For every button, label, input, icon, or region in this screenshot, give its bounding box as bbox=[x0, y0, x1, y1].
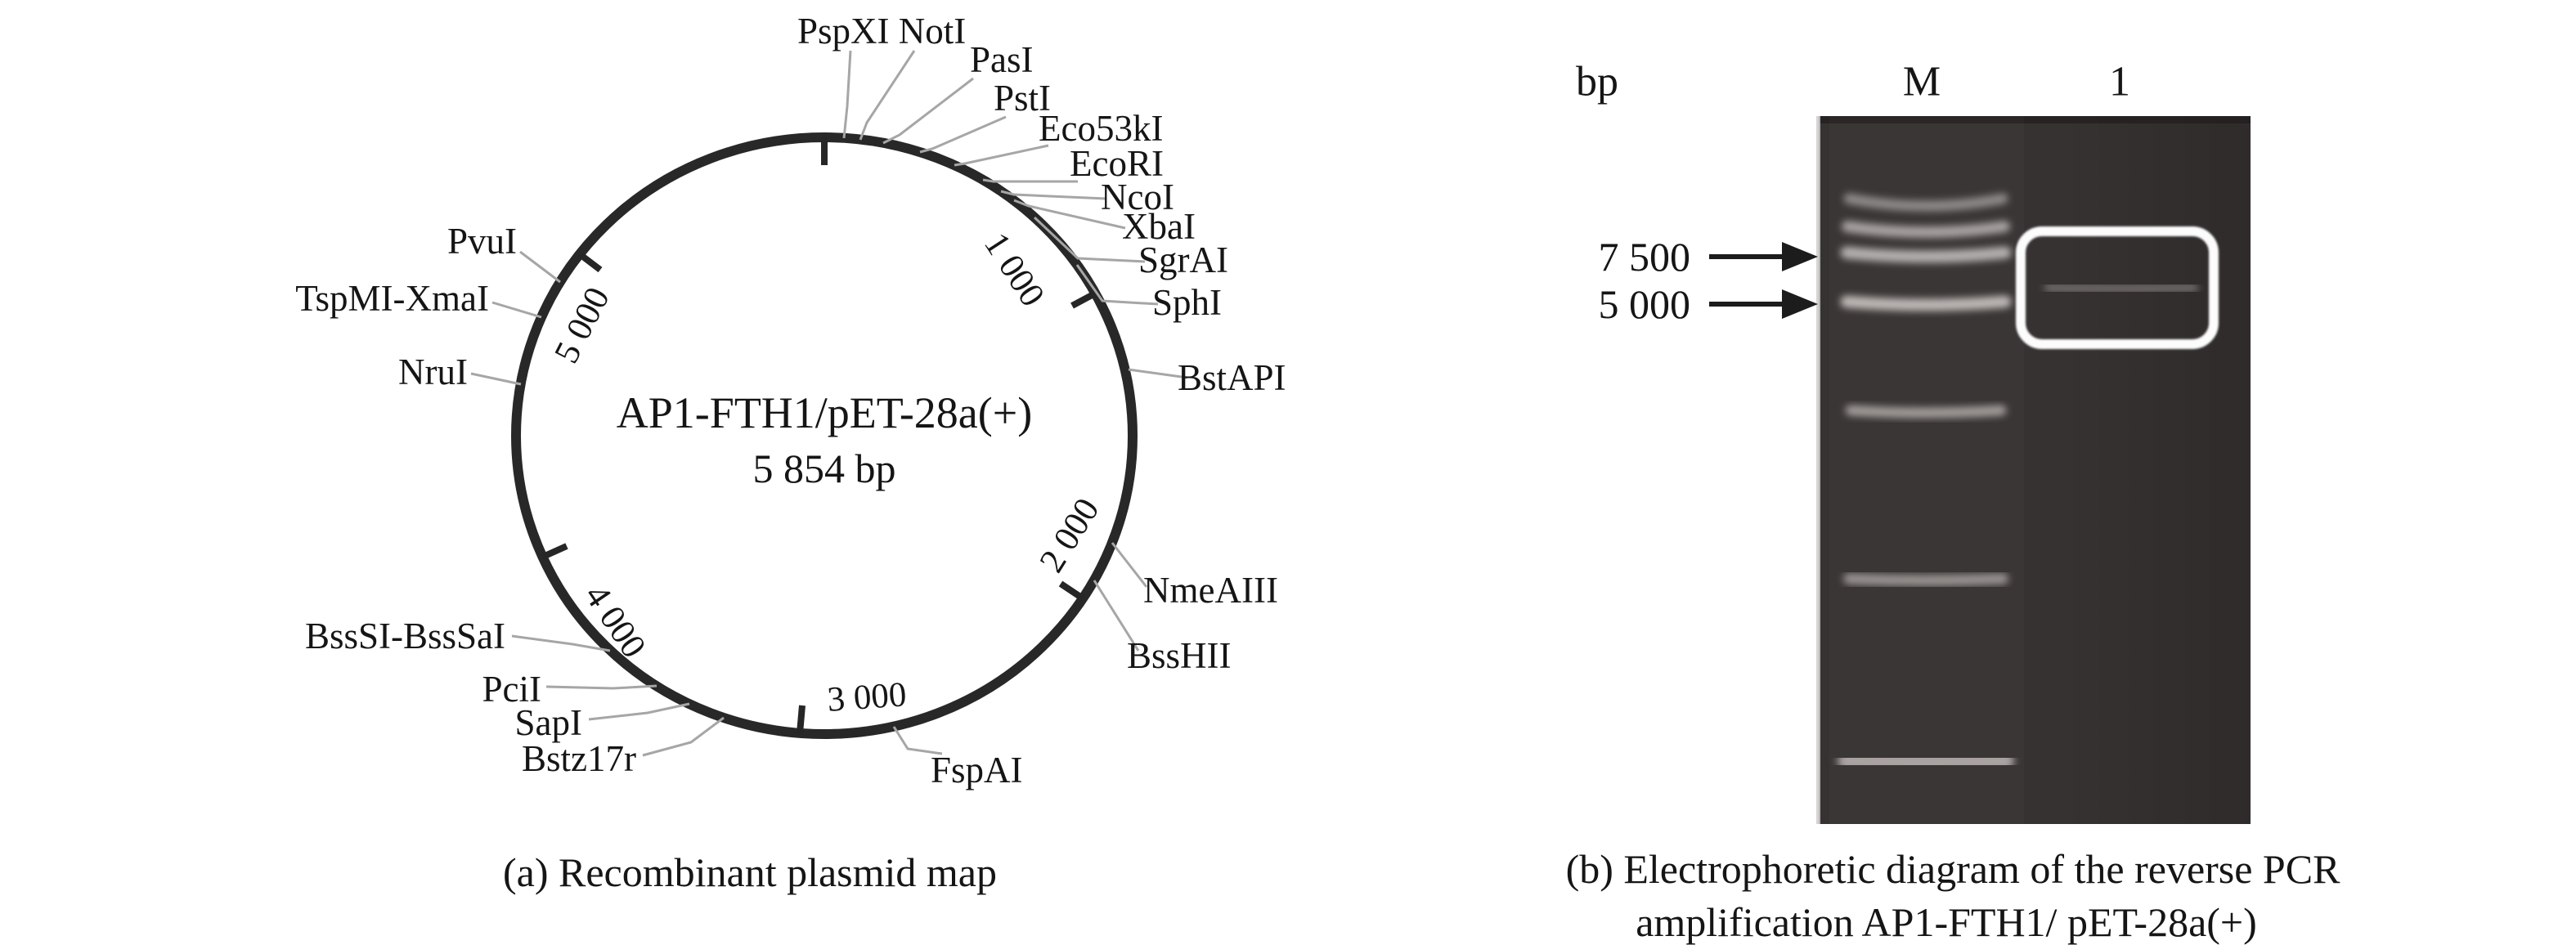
leader-line-ncoi bbox=[1000, 190, 1106, 200]
panel-a-caption: (a) Recombinant plasmid map bbox=[503, 849, 997, 895]
arrow-7500-head bbox=[1782, 242, 1818, 271]
site-label-eco53ki: Eco53kI bbox=[1039, 108, 1163, 149]
site-label-psti: PstI bbox=[994, 78, 1051, 119]
unit-label-bp: bp bbox=[1576, 59, 1618, 105]
scale-tick-3000 bbox=[797, 705, 806, 734]
leader-line-tspmi bbox=[491, 301, 542, 319]
gel-left-edge bbox=[1816, 116, 1820, 824]
leader-line-sapi bbox=[588, 702, 690, 721]
lane-label-m: M bbox=[1903, 59, 1941, 105]
scale-tick-4000 bbox=[541, 543, 568, 560]
site-label-nmeaiii: NmeAIII bbox=[1143, 570, 1278, 611]
gel-band-sample-0 bbox=[2044, 283, 2199, 293]
site-label-bsshii: BssHII bbox=[1127, 635, 1232, 676]
marker-arrow-5000 bbox=[1709, 289, 1818, 319]
site-label-tspmi-xmai: TspMI-XmaI bbox=[295, 278, 489, 319]
gel-band-marker-4 bbox=[1845, 405, 2007, 419]
gel-band-marker-3 bbox=[1840, 295, 2012, 311]
plasmid-name: AP1-FTH1/pET-28a(+) bbox=[617, 388, 1032, 437]
leader-line-pasi bbox=[882, 77, 974, 145]
scale-tick-1000 bbox=[1070, 290, 1097, 309]
site-label-ncoi: NcoI bbox=[1101, 177, 1174, 217]
site-label-pasi: PasI bbox=[970, 39, 1034, 80]
leader-line-pvui bbox=[519, 250, 561, 284]
site-label-sgrai: SgrAI bbox=[1138, 240, 1228, 280]
lane-label-1: 1 bbox=[2109, 59, 2130, 105]
leader-line-bstz17r bbox=[642, 716, 725, 757]
leader-line-noti bbox=[859, 50, 916, 141]
leader-line-fspai bbox=[892, 726, 943, 755]
site-label-bstz17r: Bstz17r bbox=[522, 738, 636, 779]
leader-line-bstapi bbox=[1128, 368, 1188, 379]
scale-tick-2000 bbox=[1058, 580, 1085, 602]
gel-band-marker-1 bbox=[1842, 221, 2010, 238]
gel-band-marker-6 bbox=[1843, 573, 2008, 586]
leader-line-bsshii bbox=[1093, 580, 1140, 652]
site-label-fspai: FspAI bbox=[931, 750, 1023, 790]
leader-line-nrui bbox=[470, 372, 522, 386]
site-label-pcii: PciI bbox=[482, 669, 542, 710]
site-label-xbai: XbaI bbox=[1122, 206, 1196, 247]
marker-size-7500: 7 500 bbox=[1599, 234, 1691, 280]
leader-line-nmeaiii bbox=[1111, 542, 1148, 588]
site-label-pspxi-noti: PspXI NotI bbox=[797, 11, 966, 52]
panel-b-caption-line1: (b) Electrophoretic diagram of the rever… bbox=[1566, 846, 2341, 892]
site-label-nrui: NruI bbox=[398, 352, 468, 392]
ring-scale-1000: 1 000 bbox=[976, 226, 1052, 314]
plasmid-map-panel: PspXI NotI PasI PstI Eco53kI EcoRI NcoI … bbox=[295, 11, 1286, 895]
site-label-bsssi-bsssai: BssSI-BssSaI bbox=[305, 616, 505, 656]
leader-line-pspxi bbox=[842, 50, 852, 139]
leader-line-bsssi bbox=[511, 634, 611, 652]
leader-line-sphi bbox=[1075, 264, 1159, 306]
marker-size-5000: 5 000 bbox=[1599, 281, 1691, 327]
gel-lane-marker-bands bbox=[1838, 193, 2014, 772]
gel-top-edge bbox=[1819, 116, 2251, 123]
leader-line-ecori bbox=[982, 178, 1078, 183]
gel-band-marker-2 bbox=[1840, 246, 2012, 263]
site-label-bstapi: BstAPI bbox=[1178, 357, 1286, 398]
gel-band-marker-0 bbox=[1843, 193, 2008, 212]
leader-line-pcii bbox=[545, 684, 657, 690]
ring-scale-3000: 3 000 bbox=[826, 675, 908, 719]
ring-scale-2000: 2 000 bbox=[1032, 492, 1106, 580]
gel-lane-sample-bands bbox=[2044, 283, 2199, 293]
plasmid-size: 5 854 bp bbox=[753, 446, 896, 491]
gel-panel: bp M 1 7 500 5 000 (b) Electrophoretic d… bbox=[1566, 59, 2341, 945]
scale-tick-5000 bbox=[577, 251, 603, 273]
leader-line-eco53ki bbox=[954, 144, 1049, 167]
arrow-5000-head bbox=[1782, 289, 1818, 319]
site-label-pvui: PvuI bbox=[447, 221, 517, 262]
leader-line-psti bbox=[919, 115, 1007, 154]
site-label-sapi: SapI bbox=[515, 702, 583, 743]
site-label-sphi: SphI bbox=[1152, 282, 1222, 323]
panel-b-caption-line2: amplification AP1-FTH1/ pET-28a(+) bbox=[1636, 899, 2257, 945]
highlight-box bbox=[2016, 226, 2219, 349]
leader-line-xbai bbox=[1013, 199, 1126, 230]
leader-line-sgrai bbox=[1033, 216, 1146, 263]
site-label-ecori: EcoRI bbox=[1070, 143, 1164, 184]
gel-band-marker-7 bbox=[1838, 751, 2014, 772]
marker-arrow-7500 bbox=[1709, 242, 1818, 271]
